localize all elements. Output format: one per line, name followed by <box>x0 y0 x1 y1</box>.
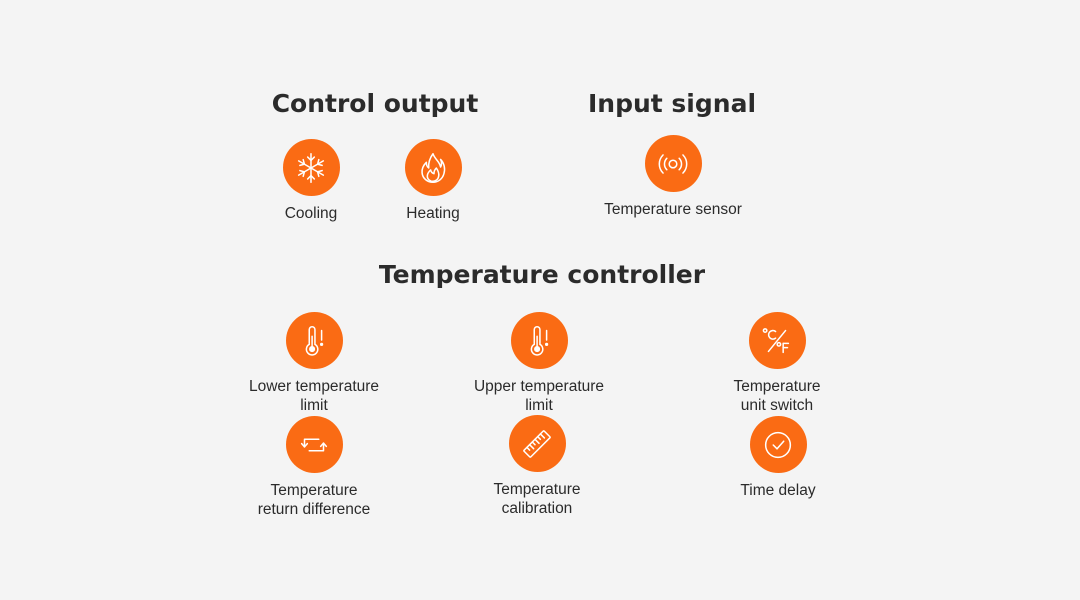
feature-label: Temperature calibration <box>493 480 580 518</box>
feature-cooling: Cooling <box>211 139 411 223</box>
control-output-heading: Control output <box>271 89 479 118</box>
sensor-signal-icon <box>644 135 702 192</box>
label-line: Upper temperature <box>473 378 605 395</box>
input-signal-heading: Input signal <box>587 89 757 118</box>
feature-lower-temperature-limit: Lower temperature limit <box>214 312 414 415</box>
temperature-controller-heading: Temperature controller <box>378 260 706 289</box>
feature-upper-temperature-limit: Upper temperature limit <box>439 312 639 415</box>
feature-label: Heating <box>406 205 460 222</box>
feature-label: Temperature unit switch <box>733 377 820 415</box>
label-line: Temperature <box>270 482 358 499</box>
thermometer-alert-icon <box>510 312 568 369</box>
label-line: unit switch <box>740 397 814 414</box>
feature-label: Time delay <box>740 482 816 499</box>
ruler-icon <box>508 415 566 472</box>
feature-temperature-calibration: Temperature calibration <box>437 415 637 518</box>
label-line: Temperature <box>493 481 581 498</box>
feature-time-delay: Time delay <box>678 416 878 500</box>
return-arrows-icon <box>285 416 343 473</box>
label-line: limit <box>300 397 328 414</box>
snowflake-icon <box>282 139 340 196</box>
feature-label: Lower temperature limit <box>249 377 379 415</box>
clock-icon <box>749 416 807 473</box>
feature-label: Temperature return difference <box>258 481 371 519</box>
feature-temperature-return-difference: Temperature return difference <box>214 416 414 519</box>
label-line: Lower temperature <box>248 378 380 395</box>
label-line: return difference <box>257 501 371 518</box>
feature-label: Temperature sensor <box>604 201 742 218</box>
feature-label: Cooling <box>284 205 338 222</box>
label-line: limit <box>525 397 553 414</box>
label-line: calibration <box>501 500 573 517</box>
flame-icon <box>404 139 462 196</box>
feature-heating: Heating <box>333 139 533 223</box>
celsius-fahrenheit-icon <box>748 312 806 369</box>
feature-label: Upper temperature limit <box>474 377 604 415</box>
thermometer-alert-icon <box>285 312 343 369</box>
label-line: Temperature <box>733 378 821 395</box>
feature-temperature-unit-switch: Temperature unit switch <box>677 312 877 415</box>
feature-temperature-sensor: Temperature sensor <box>573 135 773 219</box>
